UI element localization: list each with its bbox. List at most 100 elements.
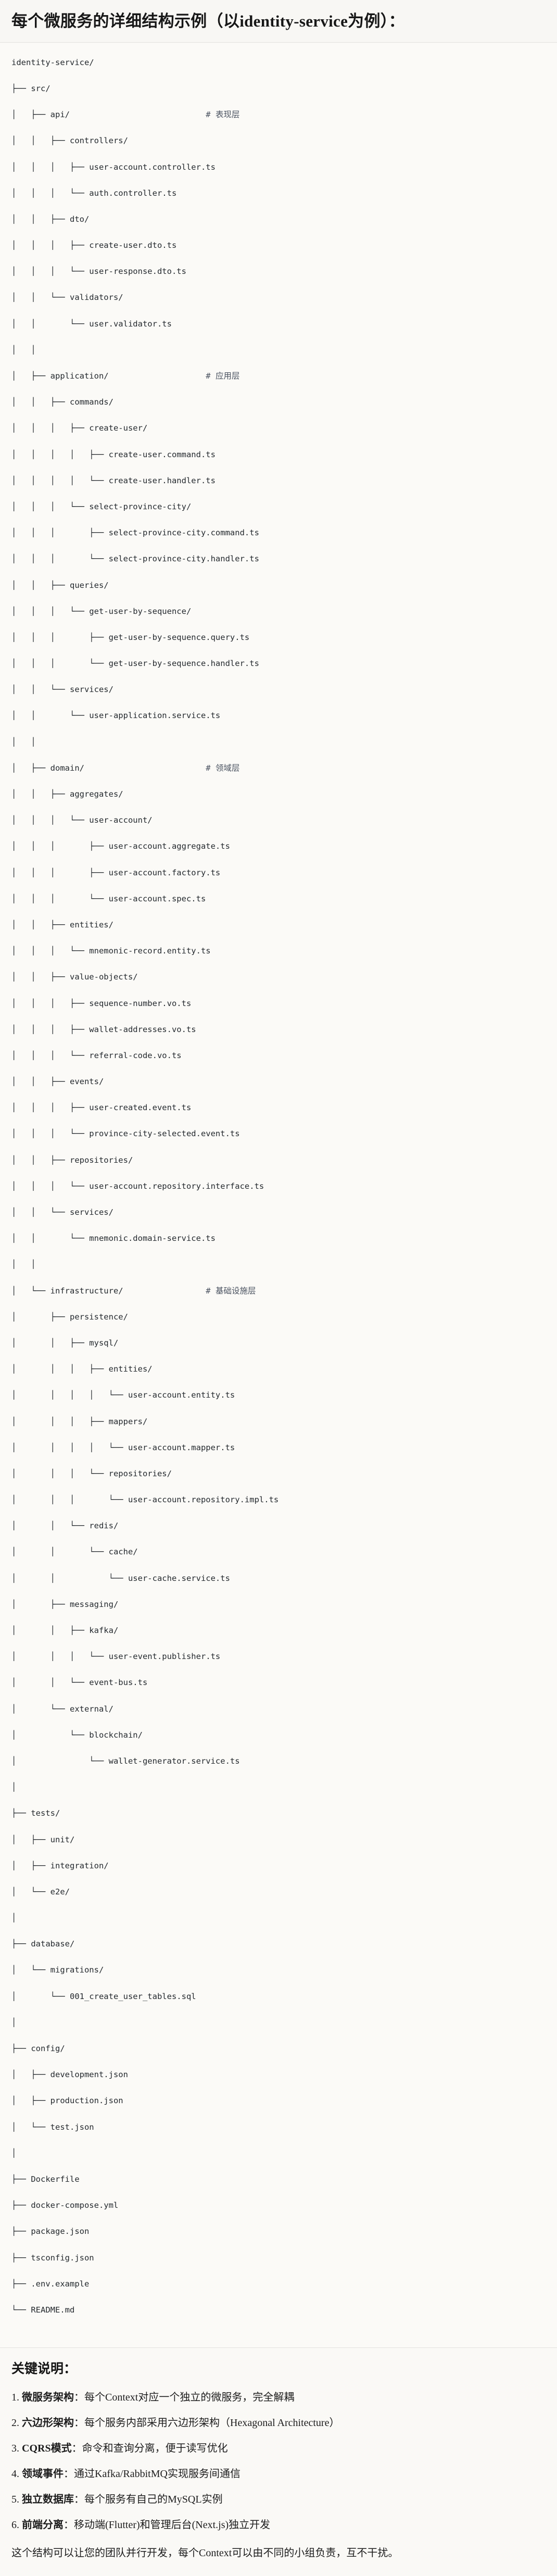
tree-node-label: ├── src/ <box>11 83 50 93</box>
tree-row: │ │ │ ├── create-user/ <box>11 422 546 435</box>
tree-row: │ │ │ ├── user-account.aggregate.ts <box>11 840 546 853</box>
tree-row: │ │ │ ├── create-user.dto.ts <box>11 239 546 252</box>
key-note-item: 3. CQRS模式：命令和查询分离，便于读写优化 <box>11 2442 546 2456</box>
tree-node-label: │ │ │ └── repositories/ <box>11 1468 172 1478</box>
tree-row: │ └── e2e/ <box>11 1886 546 1899</box>
tree-row: ├── docker-compose.yml <box>11 2199 546 2212</box>
key-note-index: 1. <box>11 2392 22 2404</box>
tree-row: identity-service/ <box>11 56 546 69</box>
tree-node-label: │ └── test.json <box>11 2122 94 2132</box>
tree-layer-comment: # 表现层 <box>206 110 240 120</box>
tree-row: │ ├── production.json <box>11 2094 546 2107</box>
tree-row: │ │ │ ├── mappers/ <box>11 1415 546 1428</box>
tree-row: │ └── 001_create_user_tables.sql <box>11 1990 546 2003</box>
tree-row: │ │ ├── queries/ <box>11 579 546 592</box>
key-note-index: 4. <box>11 2468 22 2480</box>
tree-row: ├── config/ <box>11 2042 546 2055</box>
tree-node-label: │ └── 001_create_user_tables.sql <box>11 1991 196 2001</box>
tree-node-label: │ │ └── event-bus.ts <box>11 1678 148 1688</box>
tree-node-label: │ │ ├── controllers/ <box>11 136 128 146</box>
tree-node-label: │ <box>11 1913 17 1923</box>
tree-node-label: │ │ │ └── user-response.dto.ts <box>11 267 186 277</box>
tree-row: │ │ │ └── user-account.repository.interf… <box>11 1180 546 1193</box>
tree-node-label: │ └── e2e/ <box>11 1887 70 1896</box>
tree-node-label: │ │ ├── entities/ <box>11 920 113 929</box>
key-note-separator: ： <box>64 2519 74 2531</box>
tree-row: │ │ │ └── user-event.publisher.ts <box>11 1650 546 1663</box>
tree-row: │ │ │ ├── select-province-city.command.t… <box>11 526 546 539</box>
tree-row: │ │ └── services/ <box>11 1206 546 1219</box>
tree-node-label: │ │ │ │ ├── create-user.command.ts <box>11 449 216 459</box>
tree-node-label: ├── tests/ <box>11 1808 60 1818</box>
tree-node-label: │ │ │ └── province-city-selected.event.t… <box>11 1129 240 1139</box>
tree-row: │ │ <box>11 1258 546 1271</box>
tree-node-label: │ │ │ └── auth.controller.ts <box>11 188 177 198</box>
tree-node-label: │ └── blockchain/ <box>11 1730 143 1740</box>
tree-row: │ │ │ └── user-account/ <box>11 814 546 827</box>
key-note-description: 每个服务有自己的MySQL实例 <box>84 2494 223 2506</box>
tree-node-label: │ <box>11 1782 17 1792</box>
tree-row: │ │ ├── kafka/ <box>11 1624 546 1637</box>
tree-node-label: │ │ ├── dto/ <box>11 214 90 224</box>
tree-node-label: ├── config/ <box>11 2044 65 2053</box>
tree-node-label: │ │ │ └── user-account.repository.interf… <box>11 1181 264 1191</box>
tree-node-label: │ │ <box>11 345 36 355</box>
tree-node-label: │ │ └── mnemonic.domain-service.ts <box>11 1234 216 1243</box>
tree-node-label: │ ├── development.json <box>11 2070 128 2080</box>
tree-node-label: ├── docker-compose.yml <box>11 2201 119 2210</box>
tree-node-label: │ │ <box>11 1260 36 1270</box>
tree-node-label: │ │ └── services/ <box>11 1208 113 1217</box>
key-note-item: 5. 独立数据库：每个服务有自己的MySQL实例 <box>11 2493 546 2507</box>
tree-row: │ │ └── user-cache.service.ts <box>11 1572 546 1585</box>
tree-row: └── README.md <box>11 2304 546 2317</box>
tree-row: │ │ ├── value-objects/ <box>11 971 546 984</box>
tree-row: │ │ ├── mysql/ <box>11 1337 546 1350</box>
tree-node-label: │ │ │ ├── get-user-by-sequence.query.ts <box>11 632 250 642</box>
heading-section: 每个微服务的详细结构示例（以identity-service为例）： <box>0 0 557 43</box>
tree-node-label: │ <box>11 2017 17 2027</box>
tree-node-label: ├── database/ <box>11 1939 75 1949</box>
tree-row: │ ├── messaging/ <box>11 1598 546 1611</box>
tree-node-label: │ │ │ │ └── user-account.mapper.ts <box>11 1442 235 1452</box>
key-note-separator: ： <box>74 2494 84 2506</box>
tree-node-label: │ <box>11 2148 17 2158</box>
tree-node-label: │ ├── persistence/ <box>11 1312 128 1322</box>
tree-row: │ ├── api/ # 表现层 <box>11 108 546 121</box>
tree-row: ├── package.json <box>11 2225 546 2238</box>
tree-node-label: │ └── infrastructure/ <box>11 1286 123 1296</box>
key-note-description: 每个服务内部采用六边形架构（Hexagonal Architecture） <box>84 2417 340 2429</box>
tree-node-label: │ │ │ │ └── create-user.handler.ts <box>11 475 216 485</box>
tree-node-label: │ │ <box>11 737 36 747</box>
tree-row: ├── tests/ <box>11 1807 546 1820</box>
tree-row: │ <box>11 2147 546 2160</box>
tree-comment-gap <box>123 1286 206 1296</box>
tree-node-label: │ │ │ ├── user-account.factory.ts <box>11 868 221 877</box>
tree-row: │ │ │ ├── entities/ <box>11 1363 546 1376</box>
tree-node-label: │ │ └── user-cache.service.ts <box>11 1573 230 1583</box>
tree-row: │ │ ├── events/ <box>11 1075 546 1088</box>
tree-row: │ <box>11 1781 546 1794</box>
key-note-separator: ： <box>74 2417 84 2429</box>
tree-row: │ │ │ ├── user-account.controller.ts <box>11 161 546 174</box>
tree-node-label: │ └── external/ <box>11 1704 113 1714</box>
tree-node-label: │ │ │ ├── user-account.aggregate.ts <box>11 841 230 851</box>
tree-node-label: │ │ │ ├── entities/ <box>11 1364 153 1374</box>
tree-row: │ └── migrations/ <box>11 1964 546 1977</box>
tree-node-label: identity-service/ <box>11 57 94 67</box>
tree-row: │ ├── unit/ <box>11 1833 546 1846</box>
tree-comment-gap <box>109 371 206 381</box>
key-note-term: 独立数据库 <box>22 2494 74 2506</box>
tree-row: │ │ └── user.validator.ts <box>11 318 546 331</box>
closing-paragraph: 这个结构可以让您的团队并行开发，每个Context可以由不同的小组负责，互不干扰… <box>11 2547 399 2559</box>
key-note-separator: ： <box>71 2443 82 2455</box>
directory-tree-section: identity-service/ ├── src/ │ ├── api/ # … <box>0 42 557 2348</box>
key-note-index: 5. <box>11 2494 22 2506</box>
tree-node-label: └── README.md <box>11 2305 75 2315</box>
tree-node-label: │ │ │ └── referral-code.vo.ts <box>11 1050 182 1060</box>
directory-tree: identity-service/ ├── src/ │ ├── api/ # … <box>11 56 546 2330</box>
key-note-term: 领域事件 <box>22 2468 64 2480</box>
page-title: 每个微服务的详细结构示例（以identity-service为例）： <box>11 12 405 30</box>
tree-row: │ │ │ └── user-account.spec.ts <box>11 893 546 906</box>
